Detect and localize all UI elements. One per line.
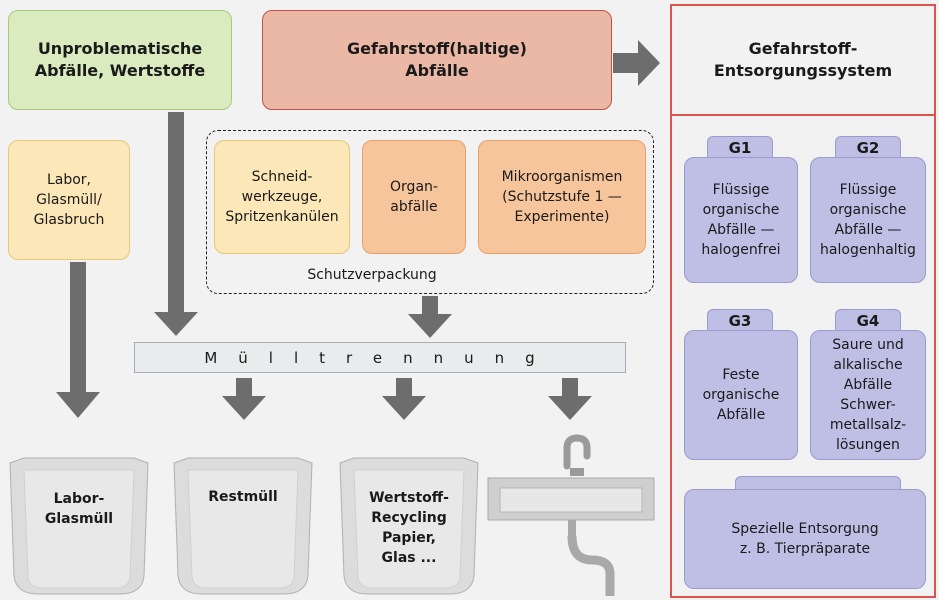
organ-waste-box: Organ- abfälle: [362, 140, 466, 254]
canister-g3-tag: G3: [707, 309, 773, 331]
hazardous-waste-box: Gefahrstoff(haltige) Abfälle: [262, 10, 612, 110]
bin-restmuell-label: Restmüll: [208, 489, 278, 505]
sharps-box: Schneid- werkzeuge, Spritzenkanülen: [214, 140, 350, 254]
labor-glass-source-box: Labor, Glasmüll/ Glasbruch: [8, 140, 130, 260]
arrow-unproblematic-down: [154, 112, 198, 336]
microorganisms-box: Mikroorganismen (Schutzstufe 1 — Experim…: [478, 140, 646, 254]
unproblematic-waste-box: Unproblematische Abfälle, Wertstoffe: [8, 10, 232, 110]
microorganisms-label: Mikroorganismen (Schutzstufe 1 — Experim…: [501, 169, 623, 225]
arrow-to-sink: [548, 378, 592, 420]
unproblematic-waste-label: Unproblematische Abfälle, Wertstoffe: [34, 39, 206, 80]
bin-labor-glasmuell-shape: [9, 457, 149, 595]
bin-wertstoff-label: Wertstoff- Recycling Papier, Glas ...: [369, 490, 449, 566]
canister-g2: Flüssige organische Abfälle — halogenhal…: [810, 157, 926, 283]
disposal-system-title: Gefahrstoff- Entsorgungssystem: [713, 39, 893, 80]
special-disposal-box: Spezielle Entsorgung z. B. Tierpräparate: [684, 489, 926, 589]
canister-g3-text: Feste organische Abfälle: [702, 367, 780, 423]
canister-g4-tag: G4: [835, 309, 901, 331]
canister-g3: Feste organische Abfälle: [684, 330, 798, 460]
canister-g1-tag: G1: [707, 136, 773, 158]
hazardous-waste-label: Gefahrstoff(haltige) Abfälle: [347, 39, 527, 80]
canister-g2-text: Flüssige organische Abfälle — halogenhal…: [820, 182, 916, 258]
labor-glass-source-label: Labor, Glasmüll/ Glasbruch: [33, 172, 105, 228]
arrow-labor-down: [56, 262, 100, 418]
special-disposal-tag: [735, 476, 901, 490]
canister-g4-text: Saure und alkalische Abfälle Schwer- met…: [829, 337, 907, 453]
bin-restmuell-shape: [173, 457, 313, 595]
arrow-schutz-down: [408, 296, 452, 338]
waste-separation-bar: Mülltrennung: [134, 342, 626, 373]
arrow-to-wertstoff: [382, 378, 426, 420]
arrow-to-system: [613, 40, 660, 86]
sharps-label: Schneid- werkzeuge, Spritzenkanülen: [225, 169, 339, 225]
protective-packaging-label: Schutzverpackung: [307, 267, 437, 283]
canister-g4: Saure und alkalische Abfälle Schwer- met…: [810, 330, 926, 460]
arrow-to-restmuell: [222, 378, 266, 420]
disposal-system-header: Gefahrstoff- Entsorgungssystem: [670, 4, 936, 114]
waste-separation-label: Mülltrennung: [204, 348, 556, 367]
canister-g2-tag: G2: [835, 136, 901, 158]
bin-wertstoff-shape: [339, 457, 479, 595]
special-disposal-text: Spezielle Entsorgung z. B. Tierpräparate: [731, 521, 879, 557]
protective-packaging-group: [206, 130, 654, 294]
canister-g1-text: Flüssige organische Abfälle — halogenfre…: [701, 182, 781, 258]
organ-waste-label: Organ- abfälle: [390, 179, 438, 215]
sink-icon: [487, 434, 655, 596]
bin-labor-glasmuell-label: Labor- Glasmüll: [44, 491, 114, 527]
canister-g1: Flüssige organische Abfälle — halogenfre…: [684, 157, 798, 283]
